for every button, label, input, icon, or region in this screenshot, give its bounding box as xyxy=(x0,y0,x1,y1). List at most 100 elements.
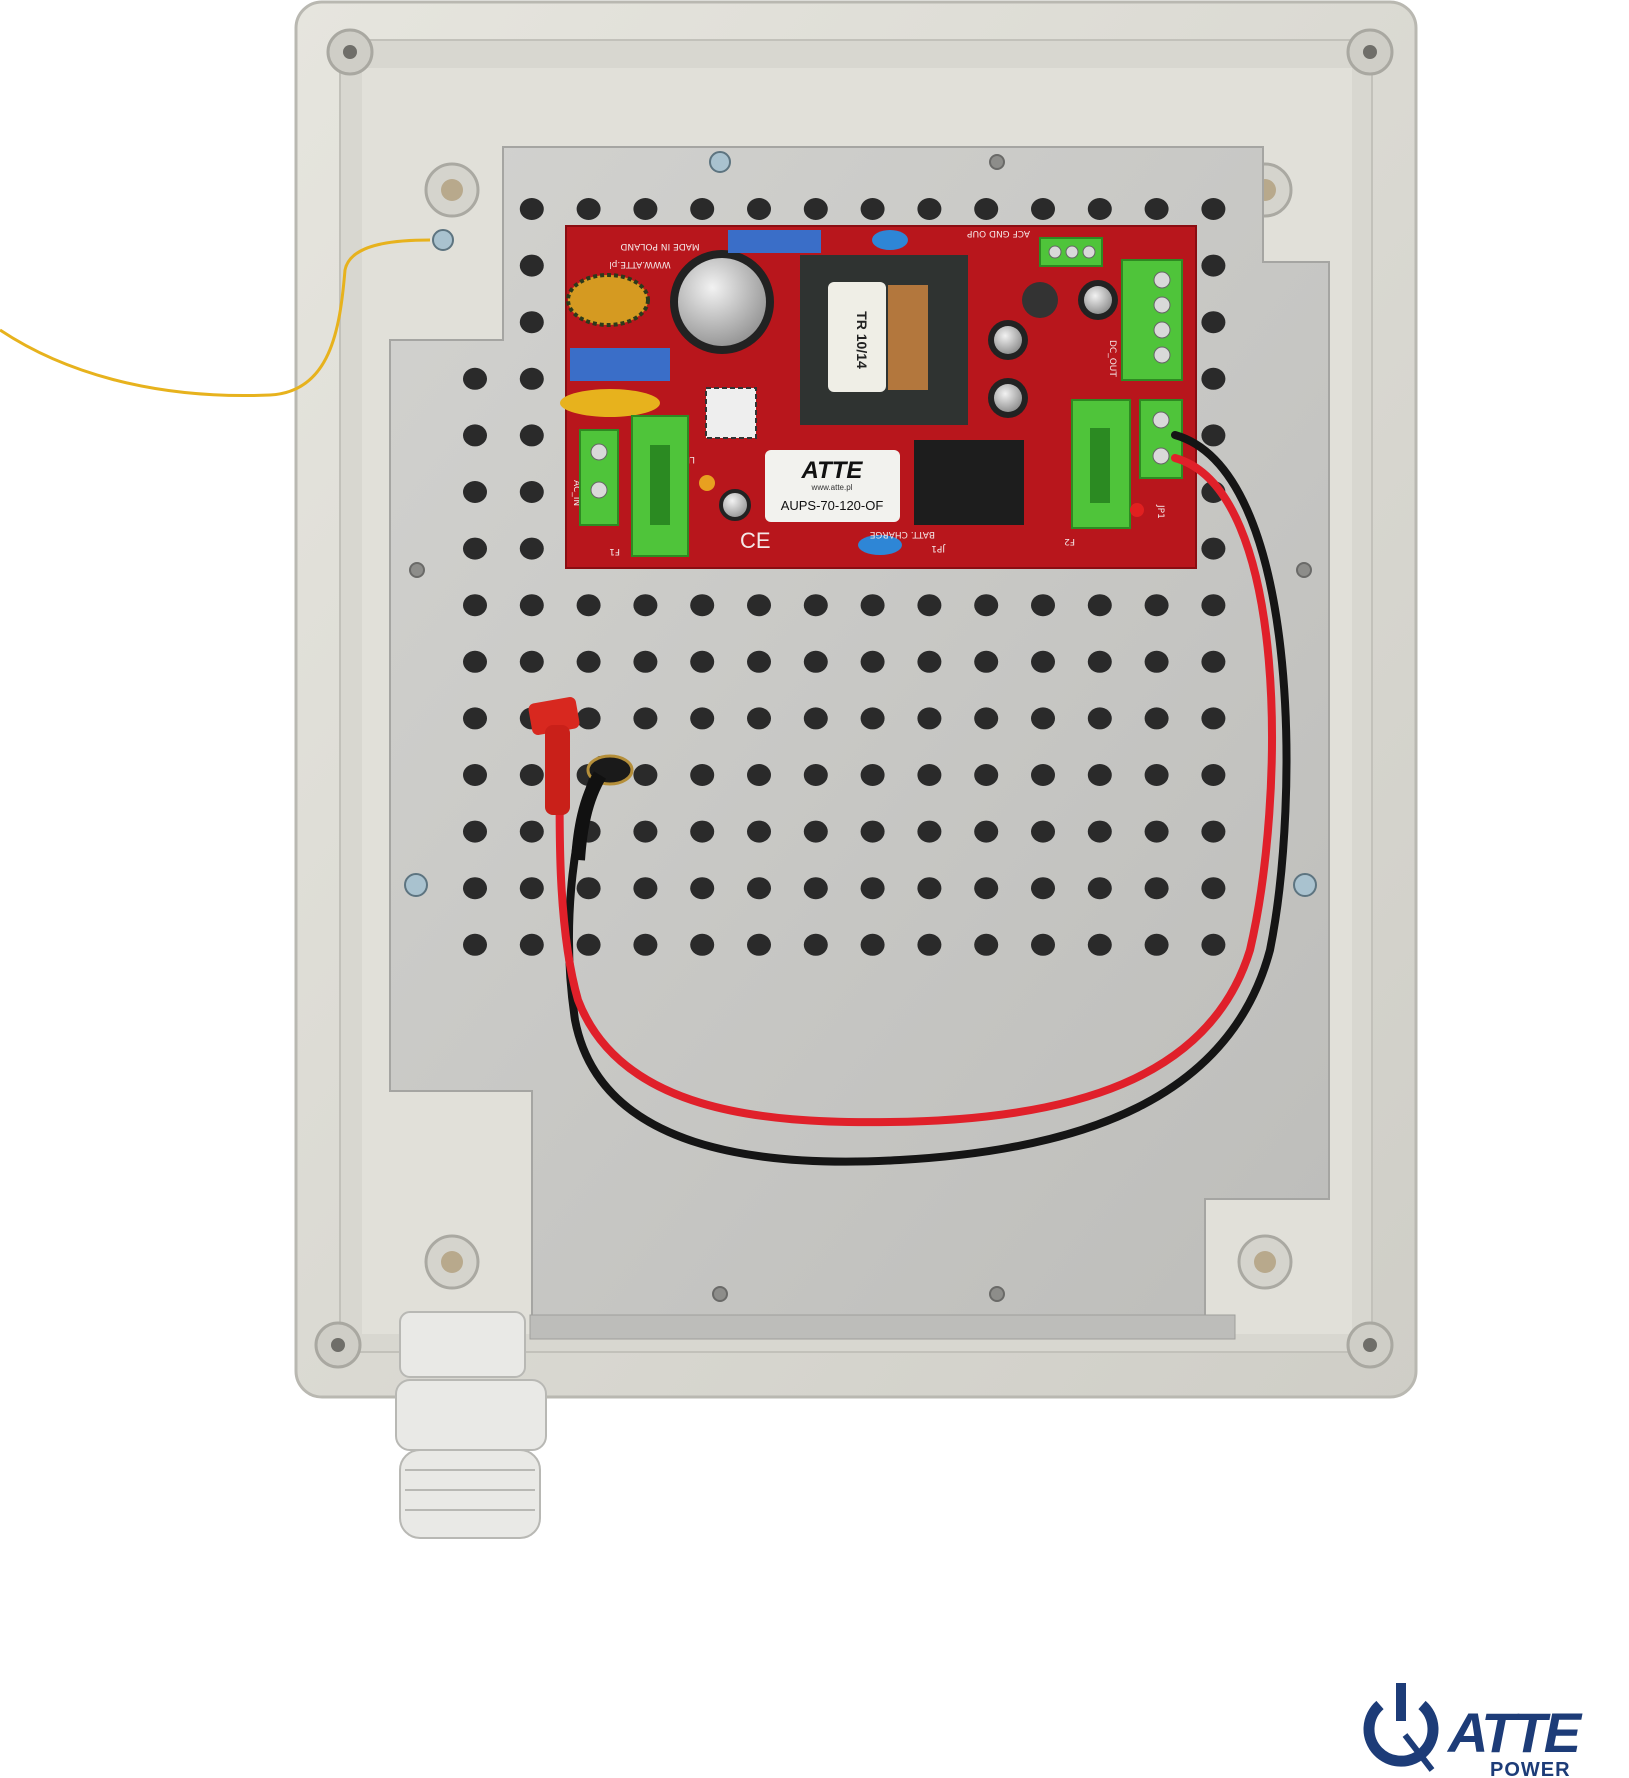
f1-label: F1 xyxy=(609,546,620,556)
plate-hole xyxy=(1201,933,1226,956)
plate-hole xyxy=(1087,877,1112,900)
plate-hole xyxy=(1087,820,1112,843)
plate-hole xyxy=(974,933,999,956)
plate-hole xyxy=(917,877,942,900)
plate-hole xyxy=(463,537,487,560)
plate-hole xyxy=(747,707,771,730)
plate-hole xyxy=(519,424,544,447)
plate-hole xyxy=(1201,877,1226,900)
plate-hole xyxy=(519,311,544,334)
plate-hole xyxy=(1201,254,1226,277)
plate-hole xyxy=(747,933,771,956)
plate-hole xyxy=(1031,764,1055,786)
plate-hole xyxy=(974,820,999,843)
plate-hole xyxy=(633,820,658,843)
plate-hole xyxy=(463,424,487,447)
plate-hole xyxy=(1201,707,1226,730)
plate-hole xyxy=(1201,311,1226,334)
plate-hole xyxy=(860,877,885,900)
plate-hole xyxy=(803,820,828,843)
heatsink xyxy=(914,440,1024,525)
plate-hole xyxy=(463,594,487,617)
plate-hole xyxy=(1201,367,1226,390)
plate-hole xyxy=(1087,198,1112,220)
plate-hole xyxy=(917,594,942,617)
plate-hole xyxy=(519,764,544,786)
plate-hole xyxy=(974,594,999,617)
plate-hole xyxy=(633,198,658,220)
plate-hole xyxy=(803,933,828,956)
plate-hole xyxy=(1031,820,1055,843)
plate-hole xyxy=(1031,877,1055,900)
plate-hole xyxy=(803,650,828,673)
plate-hole xyxy=(463,820,487,843)
plate-hole xyxy=(1087,594,1112,617)
plate-hole xyxy=(860,198,885,220)
plate-hole xyxy=(519,537,544,560)
plate-hole xyxy=(1144,707,1169,730)
plate-hole xyxy=(690,933,715,956)
plate-hole xyxy=(463,707,487,730)
plate-hole xyxy=(917,820,942,843)
plate-hole xyxy=(1201,537,1226,560)
jp1-label-right: JP1 xyxy=(1155,504,1165,519)
plate-hole xyxy=(974,650,999,673)
plate-hole xyxy=(803,707,828,730)
plate-hole xyxy=(463,877,487,900)
plate-hole xyxy=(917,650,942,673)
plate-hole xyxy=(974,198,999,220)
plate-hole xyxy=(519,650,544,673)
plate-hole xyxy=(803,594,828,617)
plate-hole xyxy=(576,594,601,617)
pcb-label-model: AUPS-70-120-OF xyxy=(781,498,884,513)
plate-hole xyxy=(463,481,487,503)
logo-brand: ATTE xyxy=(1446,1701,1583,1764)
plate-hole xyxy=(1087,933,1112,956)
plate-hole xyxy=(463,764,487,786)
plate-hole xyxy=(1201,198,1226,220)
plate-hole xyxy=(974,877,999,900)
plate-hole xyxy=(803,198,828,220)
plate-hole xyxy=(1144,764,1169,786)
plate-hole xyxy=(747,198,771,220)
transformer-label: TR 10/14 xyxy=(854,311,870,369)
plate-hole xyxy=(463,650,487,673)
outputs-label: ACF GND OUP xyxy=(967,228,1030,238)
battery-connectors xyxy=(528,697,634,861)
plate-hole xyxy=(747,877,771,900)
plate-hole xyxy=(576,707,601,730)
plate-hole xyxy=(747,820,771,843)
bulk-capacitor xyxy=(670,250,774,354)
plate-hole xyxy=(747,594,771,617)
plate-hole xyxy=(690,877,715,900)
plate-hole xyxy=(860,820,885,843)
plate-hole xyxy=(917,764,942,786)
plate-hole xyxy=(690,707,715,730)
plate-hole xyxy=(1087,650,1112,673)
made-in-label: MADE IN POLAND xyxy=(620,241,699,251)
plate-hole xyxy=(1087,764,1112,786)
plate-hole xyxy=(519,254,544,277)
dc-out-label: DC_OUT xyxy=(1107,340,1117,377)
plate-hole xyxy=(1031,650,1055,673)
plate-hole xyxy=(1201,820,1226,843)
plate-hole xyxy=(463,933,487,956)
plate-hole xyxy=(1031,198,1055,220)
plate-hole xyxy=(519,820,544,843)
plate-hole xyxy=(1144,933,1169,956)
plate-hole xyxy=(917,933,942,956)
plate-hole xyxy=(1031,707,1055,730)
plate-hole xyxy=(519,933,544,956)
plate-hole xyxy=(860,594,885,617)
plate-hole xyxy=(1087,707,1112,730)
logo-sub: POWER xyxy=(1490,1759,1571,1778)
plate-hole xyxy=(633,933,658,956)
power-icon xyxy=(1363,1700,1439,1767)
plate-hole xyxy=(519,367,544,390)
battery-leads xyxy=(555,431,1291,1166)
earth-wire xyxy=(0,238,431,398)
plate-hole xyxy=(1144,650,1169,673)
atte-power-logo: ATTE POWER xyxy=(1363,1683,1586,1778)
plate-hole xyxy=(1144,198,1169,220)
